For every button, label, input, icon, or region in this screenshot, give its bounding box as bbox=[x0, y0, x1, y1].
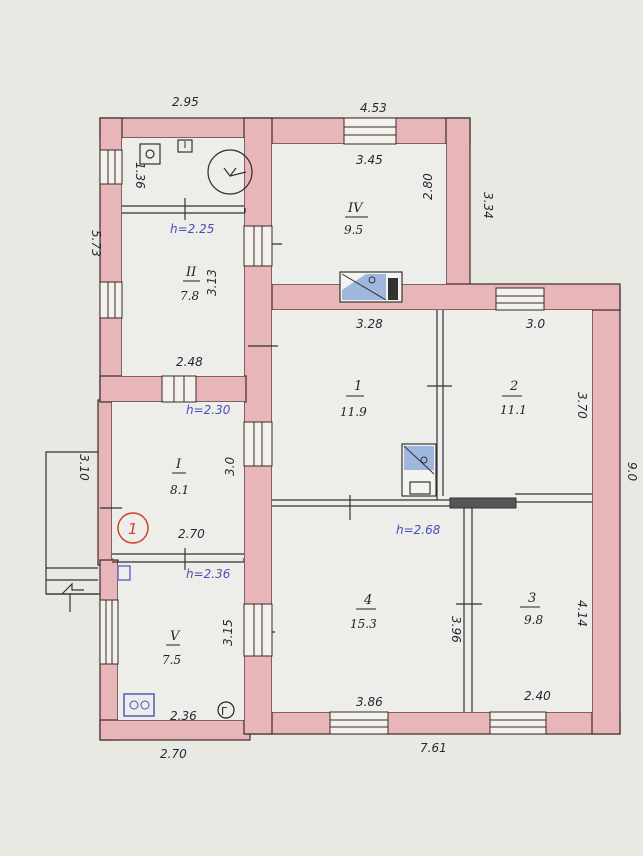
window-bottom-4 bbox=[329, 711, 389, 735]
room-iv-number: IV bbox=[347, 201, 364, 216]
outer-dimensions: 2.95 4.53 5.73 3.34 9.0 2.70 7.61 3.10 bbox=[77, 95, 639, 761]
entrance-arrow-icon bbox=[61, 582, 84, 595]
stove-icon-lower bbox=[401, 443, 437, 497]
window-top-iv bbox=[343, 117, 397, 145]
wall-mid-horizontal bbox=[245, 283, 621, 311]
room-v-width: 2.36 bbox=[170, 709, 197, 723]
wall-bottom-left bbox=[99, 719, 251, 741]
dim-bottom-right: 7.61 bbox=[420, 741, 447, 755]
window-left-ii bbox=[99, 281, 123, 319]
circled-mark-text: 1 bbox=[128, 520, 138, 538]
kitchen-stove-icon bbox=[123, 693, 155, 717]
room-v-mark-circle bbox=[217, 701, 235, 719]
dim-right-outer: 9.0 bbox=[625, 462, 639, 481]
room-ii-depth: 3.13 bbox=[205, 269, 219, 296]
room-1-number: 1 bbox=[354, 379, 362, 394]
room-3-area: 9.8 bbox=[524, 613, 543, 627]
stove-icon-upper bbox=[339, 271, 403, 303]
room-ii-number: II bbox=[185, 265, 197, 280]
small-sink-icon bbox=[117, 565, 131, 581]
dim-left-outer: 5.73 bbox=[89, 230, 103, 257]
room-floors bbox=[112, 138, 592, 720]
room-iv-width: 3.45 bbox=[356, 153, 383, 167]
room-i-number: I bbox=[175, 457, 182, 472]
room-i-width: 2.70 bbox=[178, 527, 205, 541]
window-left-wc bbox=[99, 149, 123, 185]
room-1-area: 11.9 bbox=[340, 405, 367, 419]
room-3-width: 2.40 bbox=[524, 689, 551, 703]
room-ii-width: 2.48 bbox=[176, 355, 203, 369]
wall-right-upper bbox=[445, 117, 471, 289]
room-v-area: 7.5 bbox=[162, 653, 181, 667]
dim-right-upper: 3.34 bbox=[481, 192, 495, 219]
room-i-height: h=2.30 bbox=[186, 403, 231, 417]
shower-icon bbox=[207, 149, 253, 195]
window-center-lower bbox=[243, 603, 273, 657]
room-4-number: 4 bbox=[363, 593, 372, 608]
windows bbox=[99, 117, 547, 735]
window-top-2 bbox=[495, 287, 545, 311]
room-i-area: 8.1 bbox=[170, 483, 189, 497]
room-4-width: 3.86 bbox=[356, 695, 383, 709]
room-ii-area: 7.8 bbox=[180, 289, 199, 303]
room-iv-area: 9.5 bbox=[344, 223, 363, 237]
room-2-area: 11.1 bbox=[500, 403, 527, 417]
wall-left-middle bbox=[97, 399, 113, 566]
window-below-ii bbox=[161, 375, 197, 403]
circled-mark bbox=[117, 512, 149, 544]
room-4-height: h=2.68 bbox=[396, 523, 441, 537]
room-v-height: h=2.36 bbox=[186, 567, 231, 581]
porch bbox=[45, 451, 100, 612]
room-labels: 1.36 II 7.8 h=2.25 2.48 3.13 IV 9.5 3.45… bbox=[117, 153, 589, 723]
room-2-number: 2 bbox=[509, 379, 518, 394]
wall-bottom-main bbox=[245, 711, 621, 735]
room-v-depth: 3.15 bbox=[221, 619, 235, 646]
radiator-icon bbox=[449, 497, 517, 509]
room-iv-depth: 2.80 bbox=[421, 173, 435, 200]
room-ii-height: h=2.25 bbox=[170, 222, 214, 236]
room-3-depth: 4.14 bbox=[575, 600, 589, 627]
room-4-area: 15.3 bbox=[350, 617, 377, 631]
wc-width: 1.36 bbox=[133, 162, 147, 189]
window-left-v bbox=[99, 599, 119, 665]
toilet-icon bbox=[139, 143, 161, 165]
room-1-width: 3.28 bbox=[356, 317, 383, 331]
room-4-depth: 3.96 bbox=[449, 616, 463, 643]
dim-top-right: 4.53 bbox=[360, 101, 387, 115]
room-v-mark: Г bbox=[221, 705, 228, 718]
sink-icon bbox=[177, 139, 193, 153]
fixtures bbox=[117, 139, 517, 717]
dim-porch: 3.10 bbox=[77, 454, 91, 481]
wall-right-outer bbox=[591, 287, 621, 735]
room-v-number: V bbox=[170, 629, 181, 644]
window-center-mid bbox=[243, 421, 273, 467]
dim-bottom-left: 2.70 bbox=[160, 747, 187, 761]
room-i-depth: 3.0 bbox=[223, 457, 237, 476]
room-2-width: 3.0 bbox=[526, 317, 545, 331]
room-3-number: 3 bbox=[528, 591, 536, 606]
dim-top-left: 2.95 bbox=[172, 95, 199, 109]
window-center-upper bbox=[243, 225, 273, 267]
window-bottom-3 bbox=[489, 711, 547, 735]
room-2-depth: 3.70 bbox=[575, 392, 589, 419]
